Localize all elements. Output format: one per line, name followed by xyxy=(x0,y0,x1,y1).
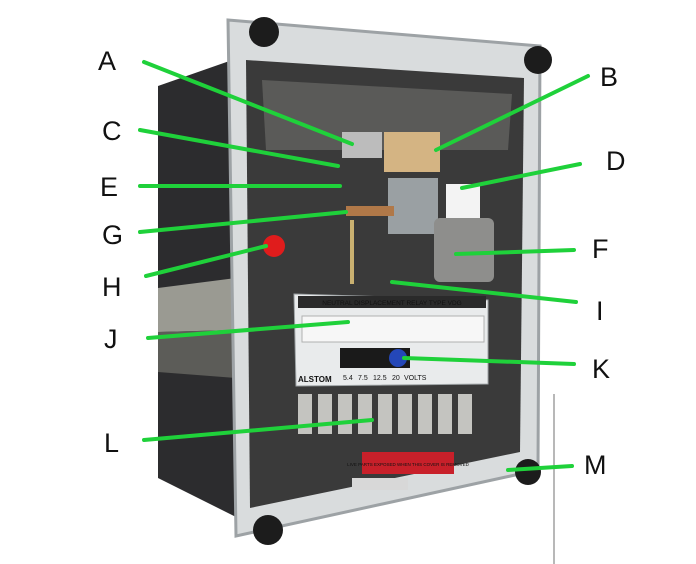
callout-label-a: A xyxy=(98,46,116,76)
corner-foot-top-right xyxy=(524,46,552,74)
callout-label-j: J xyxy=(104,324,118,354)
terminal-contacts xyxy=(298,394,472,434)
terminal-contact xyxy=(398,394,412,434)
leader-line-m xyxy=(506,464,574,472)
terminal-contact xyxy=(438,394,452,434)
terminal-contact xyxy=(318,394,332,434)
relay-arm xyxy=(350,220,354,284)
setting-knob xyxy=(389,349,407,367)
relay-interior xyxy=(246,60,524,508)
relay-chassis-side-bracket xyxy=(158,278,236,332)
relay-chassis-side-bracket-shadow xyxy=(158,330,236,378)
terminal-contact xyxy=(338,394,352,434)
leader-line-b xyxy=(434,74,590,152)
corner-foot-top-left xyxy=(249,17,279,47)
callout-label-k: K xyxy=(592,354,610,384)
callout-label-l: L xyxy=(104,428,119,458)
timing-dial xyxy=(434,218,494,282)
leader-line-k xyxy=(402,356,576,366)
relay-contact-unit xyxy=(342,132,382,158)
leader-line-c xyxy=(138,128,340,168)
voltage-tap-labels: 5.4 7.5 12.5 20 VOLTS xyxy=(343,375,427,382)
corner-foot-bottom-left xyxy=(253,515,283,545)
callout-label-g: G xyxy=(102,220,123,250)
reset-knob xyxy=(263,235,285,257)
leader-line-f xyxy=(454,248,576,256)
serial-plate xyxy=(352,478,408,490)
adjustment-spring xyxy=(346,206,394,216)
callout-label-m: M xyxy=(584,450,607,480)
faceplate-title: NEUTRAL DISPLACEMENT RELAY TYPE VDG xyxy=(322,300,461,307)
voltage-tap-label: VOLTS xyxy=(404,375,427,382)
voltage-tap-label: 7.5 xyxy=(358,375,368,382)
callout-label-i: I xyxy=(596,296,604,326)
callout-label-b: B xyxy=(600,62,618,92)
warning-label xyxy=(362,452,454,474)
voltage-tap-label: 20 xyxy=(392,375,400,382)
callout-label-f: F xyxy=(592,234,609,264)
leader-line-j xyxy=(146,320,350,340)
corner-foot-bottom-right xyxy=(515,459,541,485)
callout-label-d: D xyxy=(606,146,626,176)
terminal-contact xyxy=(458,394,472,434)
callout-label-c: C xyxy=(102,116,122,146)
callout-label-h: H xyxy=(102,272,122,302)
faceplate-settings-table xyxy=(301,315,485,343)
faceplate-brand: ALSTOM xyxy=(298,375,332,384)
voltage-tap-label: 12.5 xyxy=(373,375,387,382)
leader-line-i xyxy=(390,280,578,304)
faceplate-title-bar xyxy=(298,296,486,308)
terminal-contact xyxy=(378,394,392,434)
voltage-tap-label: 5.4 xyxy=(343,375,353,382)
leader-line-l xyxy=(142,418,374,442)
terminal-contact xyxy=(358,394,372,434)
leader-line-g xyxy=(138,210,348,234)
terminal-block xyxy=(384,132,440,172)
leader-line-d xyxy=(460,162,582,190)
leader-line-h xyxy=(144,244,268,278)
relay-coil-housing xyxy=(388,178,438,234)
callout-labels: A B C D E F G H I J K L M xyxy=(98,46,626,480)
relay-illustration: NEUTRAL DISPLACEMENT RELAY TYPE VDG ALST… xyxy=(158,17,552,545)
leader-lines xyxy=(138,60,590,472)
warning-label-text: LIVE PARTS EXPOSED WHEN THIS COVER IS RE… xyxy=(347,462,470,467)
leader-line-a xyxy=(142,60,354,146)
callout-label-e: E xyxy=(100,172,118,202)
terminal-contact xyxy=(418,394,432,434)
